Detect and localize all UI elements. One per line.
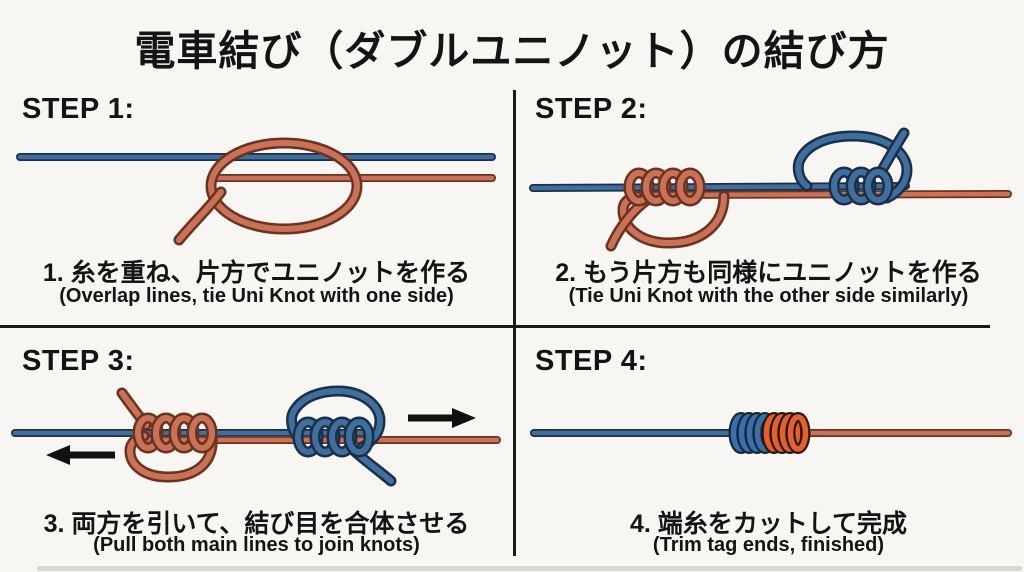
step-3-illustration	[11, 385, 501, 487]
page-title: 電車結び（ダブルユニノット）の結び方	[134, 28, 890, 74]
step-panel-3: STEP 3:	[0, 328, 513, 558]
step-panel-2: STEP 2:	[513, 88, 1024, 325]
step-2-illustration	[529, 127, 1012, 252]
step-3-caption-en: (Pull both main lines to join knots)	[93, 534, 420, 556]
step-1-caption-jp: 1. 糸を重ね、片方でユニノットを作る	[42, 259, 471, 287]
pull-arrow-right-icon	[408, 408, 476, 428]
blue-uni-knot	[286, 385, 397, 487]
step-1-heading: STEP 1:	[22, 93, 135, 125]
orange-uni-loop	[205, 137, 363, 235]
horizontal-divider	[0, 325, 990, 328]
barrel-knot	[728, 412, 811, 454]
step-1-caption-en: (Overlap lines, tie Uni Knot with one si…	[59, 285, 454, 307]
step-panel-1: STEP 1: 1. 糸を重ね、片方でユニノットを作る (Overlap lin…	[0, 88, 513, 325]
orange-uni-knot	[605, 167, 730, 252]
step-3-caption-jp: 3. 両方を引いて、結び目を合体させる	[43, 510, 470, 538]
step-4-illustration	[530, 412, 1012, 454]
blue-main-line	[529, 182, 910, 192]
step-1-illustration	[16, 137, 496, 246]
pull-arrow-left-icon	[46, 445, 115, 465]
vertical-divider	[513, 90, 516, 556]
step-3-heading: STEP 3:	[22, 345, 135, 377]
step-2-heading: STEP 2:	[535, 93, 648, 125]
blue-uni-knot	[792, 127, 913, 206]
step-2-caption-jp: 2. もう片方も同様にユニノットを作る	[555, 259, 982, 287]
step-4-heading: STEP 4:	[535, 345, 648, 377]
orange-uni-knot	[116, 387, 218, 483]
orange-tag-end	[173, 186, 227, 246]
step-4-caption-jp: 4. 端糸をカットして完成	[629, 510, 908, 538]
step-2-caption-en: (Tie Uni Knot with the other side simila…	[568, 285, 969, 307]
step-panel-4: STEP 4:	[513, 328, 1024, 558]
step-4-caption-en: (Trim tag ends, finished)	[652, 534, 885, 556]
bottom-edge-band	[37, 566, 1022, 571]
